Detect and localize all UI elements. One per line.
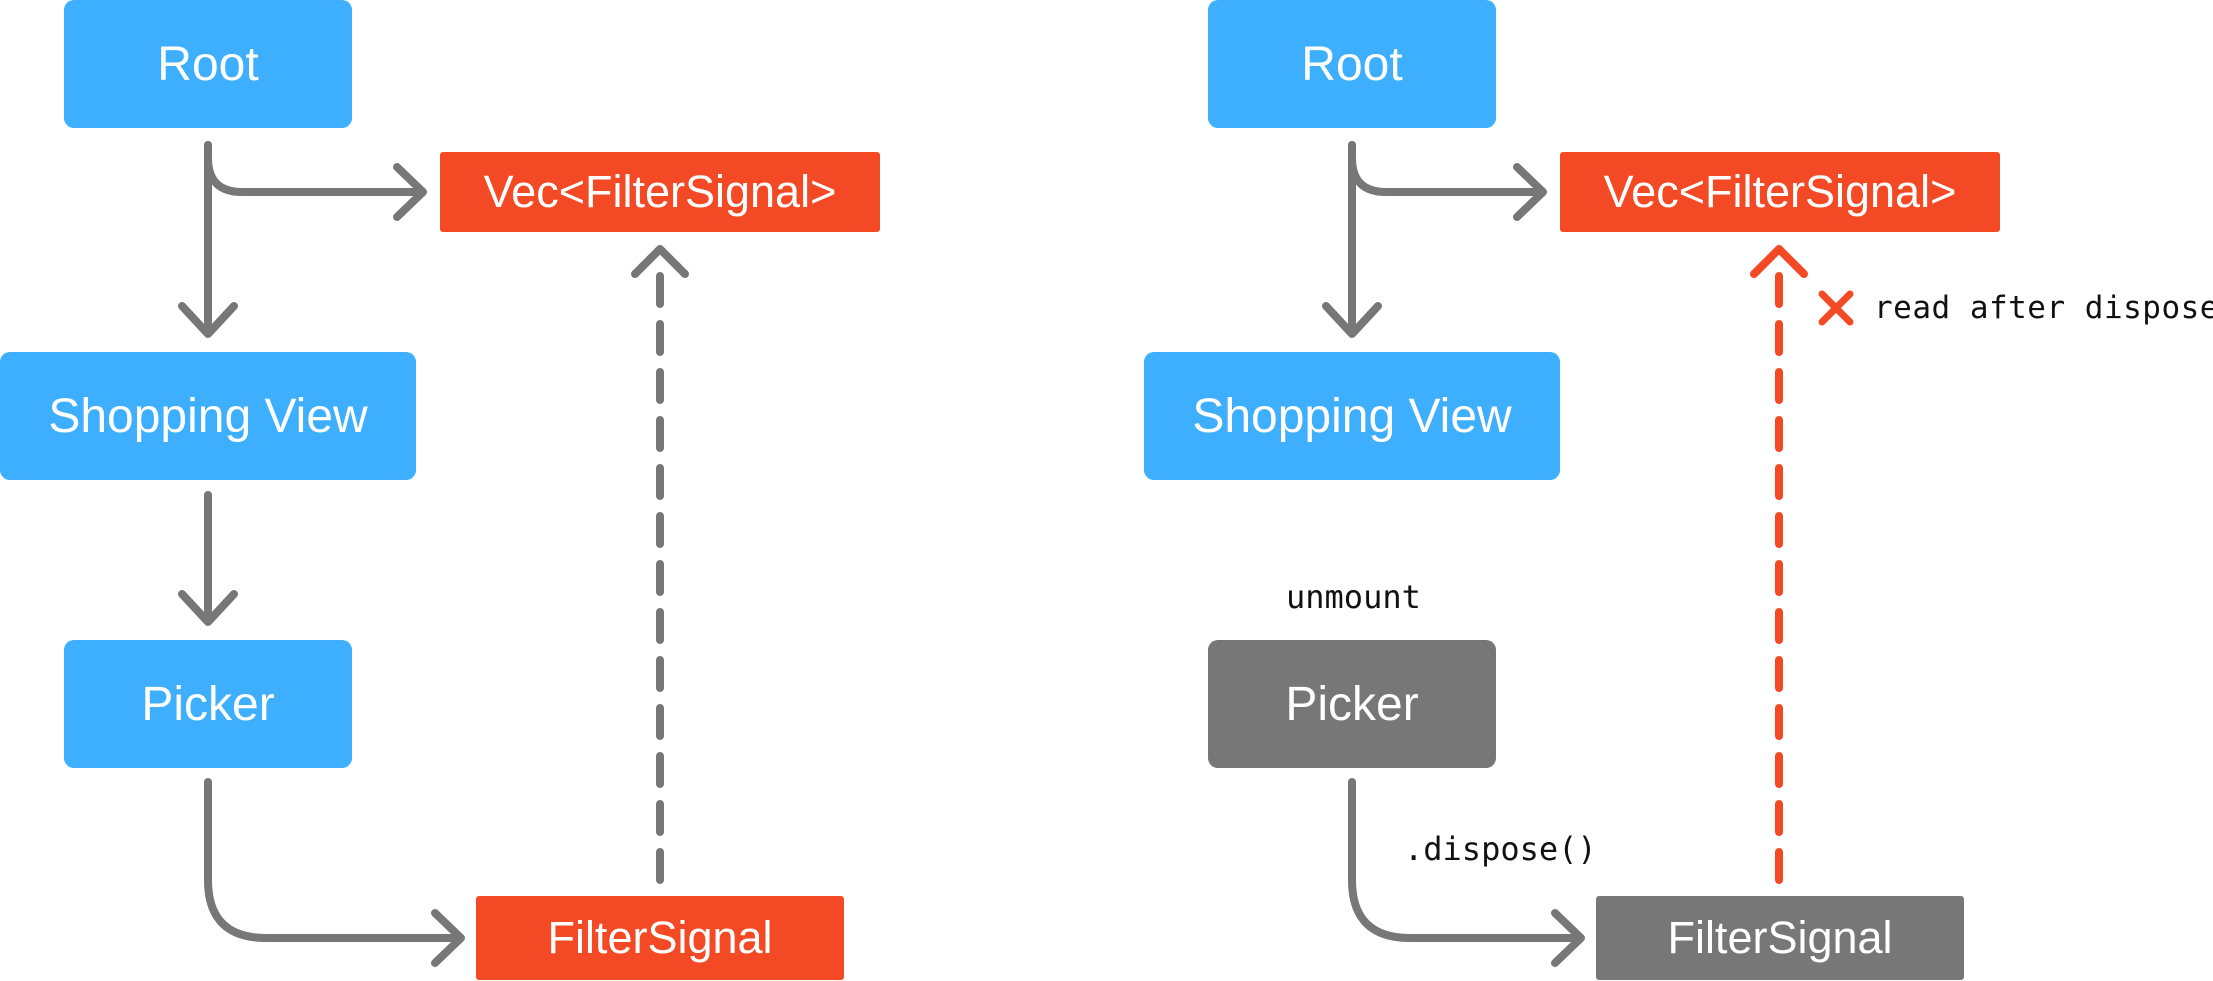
right-shopping-view-label: Shopping View [1192,389,1512,443]
arrowhead-shopping-view [178,302,238,338]
read-after-dispose-label: read after dispose [1874,290,2213,326]
left-root-node: Root [64,0,352,128]
dispose-call-label: .dispose() [1404,830,1597,868]
right-picker-node: Picker [1208,640,1496,768]
dashed-arrowhead-vec [631,245,689,278]
arrowhead-filter-signal [431,909,465,967]
right-arrow-picker-to-filter-signal [1348,778,1582,942]
left-picker-node: Picker [64,640,352,768]
right-root-node: Root [1208,0,1496,128]
right-vec-filter-signal-node: Vec<FilterSignal> [1560,152,2000,232]
arrow-picker-to-filter-signal [204,778,462,942]
left-shopping-view-node: Shopping View [0,352,416,480]
left-shopping-view-label: Shopping View [48,389,368,443]
arrowhead-vec [393,163,427,221]
left-vec-filter-signal-label: Vec<FilterSignal> [483,166,837,217]
right-picker-label: Picker [1285,677,1419,731]
left-vec-filter-signal-node: Vec<FilterSignal> [440,152,880,232]
unmount-label: unmount [1286,578,1421,616]
right-vec-filter-signal-label: Vec<FilterSignal> [1603,166,1957,217]
right-arrow-root-to-vec [1348,141,1544,196]
arrowhead-picker [178,590,238,626]
right-filter-signal-label: FilterSignal [1667,912,1893,963]
left-root-label: Root [157,37,259,91]
left-filter-signal-label: FilterSignal [547,912,773,963]
cross-mark-icon [1818,290,1854,326]
right-shopping-view-node: Shopping View [1144,352,1560,480]
right-arrowhead-vec [1513,163,1547,221]
right-dashed-error-arrowhead [1750,245,1808,278]
right-arrowhead-filter-signal [1551,909,1585,967]
right-root-label: Root [1301,37,1403,91]
left-picker-label: Picker [141,677,275,731]
left-filter-signal-node: FilterSignal [476,896,844,980]
right-filter-signal-node: FilterSignal [1596,896,1964,980]
arrow-root-to-vec [204,141,424,196]
right-arrowhead-shopping-view [1322,302,1382,338]
